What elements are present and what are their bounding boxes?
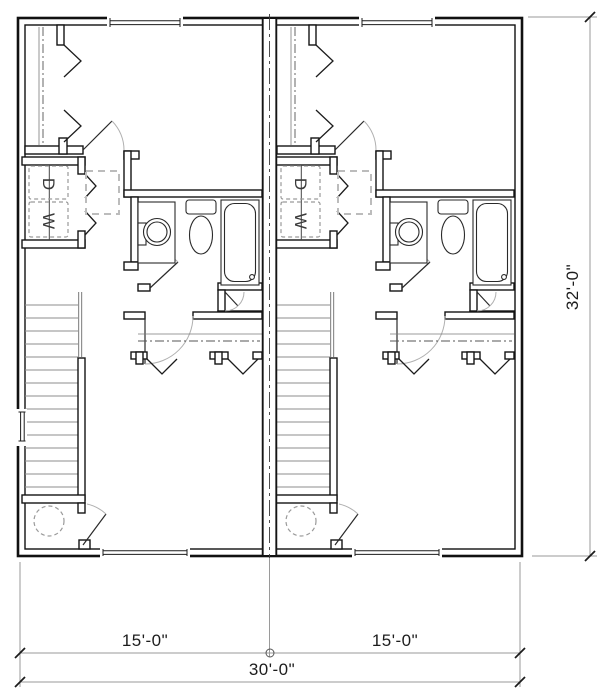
dimension-right-unit-width: 15'-0" [372, 631, 418, 650]
party-wall [261, 14, 278, 558]
dimension-bottom: 15'-0" 15'-0" 30'-0" [14, 558, 526, 688]
dimension-left-unit-width: 15'-0" [122, 631, 168, 650]
dimension-total-width: 30'-0" [249, 660, 295, 679]
dimension-right: 32'-0" [528, 11, 597, 562]
dimension-center-marker [265, 648, 275, 658]
window-side [16, 409, 27, 446]
dimension-total-depth: 32'-0" [563, 264, 582, 310]
